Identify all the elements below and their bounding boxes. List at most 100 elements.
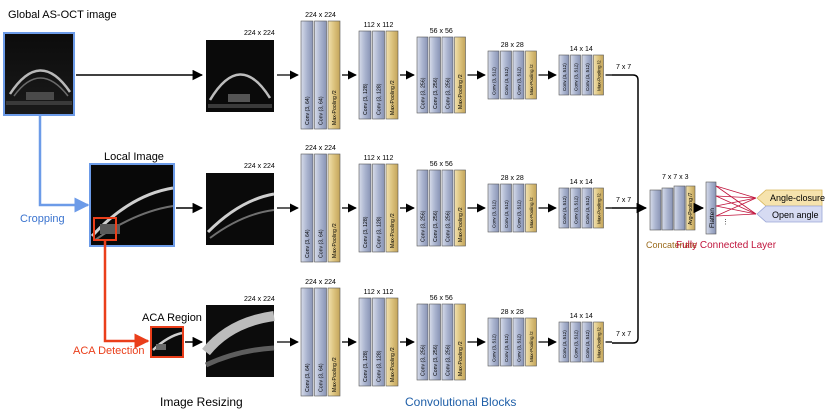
conv-layer-label: Conv (3, 64) bbox=[305, 229, 311, 258]
conv-layer bbox=[358, 30, 372, 120]
block-size-label: 56 x 56 bbox=[430, 161, 453, 168]
angle-closure-label: Angle-closure bbox=[770, 193, 825, 203]
pool-layer-label: Max-Pooling /2 bbox=[390, 80, 396, 115]
conv-layer-label: Conv (3, 512) bbox=[492, 334, 497, 362]
conv-layer bbox=[300, 20, 314, 130]
conv-layer-label: Conv (3, 64) bbox=[319, 229, 325, 258]
cropping-label: Cropping bbox=[20, 213, 65, 225]
pool-layer-label: Max-Pooling /2 bbox=[597, 193, 602, 224]
conv-layer-label: Conv (3, 512) bbox=[585, 196, 590, 224]
conv-layer-label: Conv (3, 256) bbox=[433, 344, 439, 376]
conv-layer bbox=[500, 50, 512, 100]
conv-layer bbox=[358, 297, 372, 387]
conv-layer bbox=[487, 50, 500, 100]
conv-layer bbox=[441, 169, 454, 247]
resized-global-image bbox=[206, 40, 274, 112]
conv-layer-label: Conv (3, 512) bbox=[492, 67, 497, 95]
block-size-label: 224 x 224 bbox=[305, 12, 336, 19]
conv-layer bbox=[429, 169, 441, 247]
angle-closure-output bbox=[756, 189, 823, 207]
merge-bracket bbox=[612, 74, 639, 344]
conv-layer-label: Conv (3, 256) bbox=[446, 344, 452, 376]
conv-layer-label: Conv (3, 256) bbox=[446, 210, 452, 242]
conv-layer-label: Conv (3, 128) bbox=[363, 83, 369, 115]
max-pooling-layer bbox=[385, 297, 399, 387]
conv-layer bbox=[300, 153, 314, 263]
block-size-label: 14 x 14 bbox=[570, 179, 593, 186]
block-size-label: 56 x 56 bbox=[430, 295, 453, 302]
block-size-label: 28 x 28 bbox=[501, 42, 524, 49]
pool-layer-label: Max-Pooling /2 bbox=[529, 331, 534, 362]
conv-layer bbox=[314, 20, 327, 130]
concatenate-block bbox=[649, 185, 696, 231]
conv-layer bbox=[581, 321, 593, 363]
conv-layer-label: Conv (3, 256) bbox=[421, 77, 427, 109]
concatenate-label: Concatenate bbox=[646, 240, 697, 250]
conv-layer-label: Conv (3, 256) bbox=[446, 77, 452, 109]
pool-layer-label: Max-Pooling /2 bbox=[458, 207, 464, 242]
conv-layer-label: Conv (3, 512) bbox=[585, 330, 590, 358]
max-pooling-layer bbox=[525, 50, 537, 100]
stream-output-size: 7 x 7 bbox=[616, 331, 631, 338]
conv-layer-label: Conv (3, 128) bbox=[363, 216, 369, 248]
conv-layer-label: Conv (3, 512) bbox=[504, 334, 509, 362]
fully-connected-label: Fully Connected Layer bbox=[676, 240, 777, 251]
block-size-label: 14 x 14 bbox=[570, 46, 593, 53]
resized-size-1: 224 x 224 bbox=[244, 30, 275, 37]
block-size-label: 112 x 112 bbox=[364, 289, 394, 296]
max-pooling-layer bbox=[593, 321, 604, 363]
flatten-layer bbox=[705, 181, 717, 235]
max-pooling-layer bbox=[385, 30, 399, 120]
conv-layer bbox=[300, 287, 314, 397]
block-size-label: 112 x 112 bbox=[364, 155, 394, 162]
conv-layer-label: Conv (3, 512) bbox=[504, 67, 509, 95]
conv-layer bbox=[416, 303, 429, 381]
max-pooling-layer bbox=[327, 287, 341, 397]
conv-layer-label: Conv (3, 128) bbox=[377, 216, 383, 248]
conv-layer bbox=[500, 317, 512, 367]
block-size-label: 112 x 112 bbox=[364, 22, 394, 29]
conv-layer-label: Conv (3, 128) bbox=[377, 83, 383, 115]
conv-layer bbox=[581, 54, 593, 96]
pool-layer-label: Max-Pooling /2 bbox=[390, 213, 396, 248]
conv-layer bbox=[416, 169, 429, 247]
local-image-title: Local Image bbox=[104, 151, 164, 163]
block-size-label: 224 x 224 bbox=[305, 279, 336, 286]
conv-layer bbox=[512, 50, 525, 100]
max-pooling-layer bbox=[525, 183, 537, 233]
image-resizing-label: Image Resizing bbox=[160, 395, 243, 409]
conv-layer bbox=[570, 187, 581, 229]
conv-layer bbox=[429, 303, 441, 381]
conv-layer-label: Conv (3, 512) bbox=[492, 200, 497, 228]
conv-layer-label: Conv (3, 256) bbox=[433, 210, 439, 242]
conv-layer bbox=[558, 321, 570, 363]
conv-layer-label: Conv (3, 512) bbox=[562, 196, 567, 224]
aca-region-title: ACA Region bbox=[142, 312, 202, 324]
max-pooling-layer bbox=[593, 187, 604, 229]
global-crop-frame bbox=[3, 32, 75, 116]
conv-layer-label: Conv (3, 256) bbox=[421, 210, 427, 242]
block-size-label: 56 x 56 bbox=[430, 28, 453, 35]
conv-layer bbox=[314, 153, 327, 263]
conv-layer-label: Conv (3, 512) bbox=[574, 330, 579, 358]
conv-layer-label: Conv (3, 128) bbox=[363, 350, 369, 382]
fully-connected-lines bbox=[715, 185, 757, 217]
block-size-label: 28 x 28 bbox=[501, 309, 524, 316]
global-image-title: Global AS-OCT image bbox=[8, 9, 117, 21]
stream-output-size: 7 x 7 bbox=[616, 197, 631, 204]
pool-layer-label: Max-Pooling /2 bbox=[597, 60, 602, 91]
conv-layer bbox=[416, 36, 429, 114]
aca-detection-arrow bbox=[103, 241, 150, 349]
max-pooling-layer bbox=[454, 169, 466, 247]
conv-layer-label: Conv (3, 256) bbox=[421, 344, 427, 376]
conv-layer bbox=[429, 36, 441, 114]
pool-layer-label: Max-Pooling /2 bbox=[458, 74, 464, 109]
pool-layer-label: Max-Pooling /2 bbox=[332, 90, 338, 125]
max-pooling-layer bbox=[385, 163, 399, 253]
pool-layer-label: Max-Pooling /2 bbox=[390, 347, 396, 382]
conv-layer bbox=[487, 183, 500, 233]
resized-local-image bbox=[206, 173, 275, 245]
max-pooling-layer bbox=[525, 317, 537, 367]
conv-layer bbox=[441, 36, 454, 114]
